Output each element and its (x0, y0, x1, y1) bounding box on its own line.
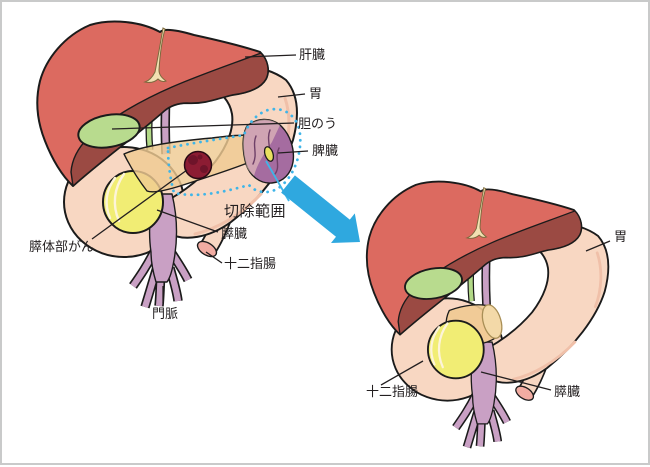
leader-stomach-after (585, 240, 611, 252)
panel-before: 肝臓 胃 胆のう 脾臓 切除範囲 膵臓 膵体部がん 十二指腸 門脈 (29, 20, 338, 321)
leader-pancreas (156, 209, 219, 233)
spleen-behind-stomach-tint (243, 119, 280, 176)
pancreas-tail-tip (263, 146, 275, 162)
tumor-spot (200, 165, 208, 173)
label-pancreas-after: 膵臓 (554, 384, 580, 399)
leader-stomach (277, 93, 306, 98)
label-pancreas: 膵臓 (221, 226, 247, 241)
panel-after (365, 180, 610, 448)
leader-liver (244, 54, 297, 58)
leader-gallbladder (111, 122, 295, 130)
label-gallbladder: 胆のう (298, 116, 337, 131)
tumor-spot (197, 154, 203, 160)
label-resection-area: 切除範囲 (224, 202, 286, 220)
label-stomach-after: 胃 (614, 229, 627, 244)
leader-spleen (277, 150, 309, 154)
label-portal-vein: 門脈 (152, 306, 178, 321)
spleen-texture (252, 135, 257, 165)
label-spleen: 脾臓 (312, 143, 338, 158)
label-duodenum-after: 十二指腸 (366, 384, 418, 399)
leader-duodenum-after (380, 360, 424, 386)
tumor-spot (188, 155, 198, 165)
label-cancer: 膵体部がん (29, 239, 94, 254)
label-stomach: 胃 (309, 86, 322, 101)
panel-after-labels: 胃 十二指腸 膵臓 (366, 229, 627, 399)
spleen-texture (274, 147, 280, 175)
leader-cancer (91, 169, 188, 240)
label-liver: 肝臓 (299, 47, 325, 62)
label-duodenum: 十二指腸 (224, 256, 276, 271)
leader-duodenum (205, 251, 223, 264)
pancreas-cut-face (481, 304, 503, 339)
transition-arrow-icon (281, 175, 360, 243)
leader-pancreas-after (480, 371, 552, 391)
